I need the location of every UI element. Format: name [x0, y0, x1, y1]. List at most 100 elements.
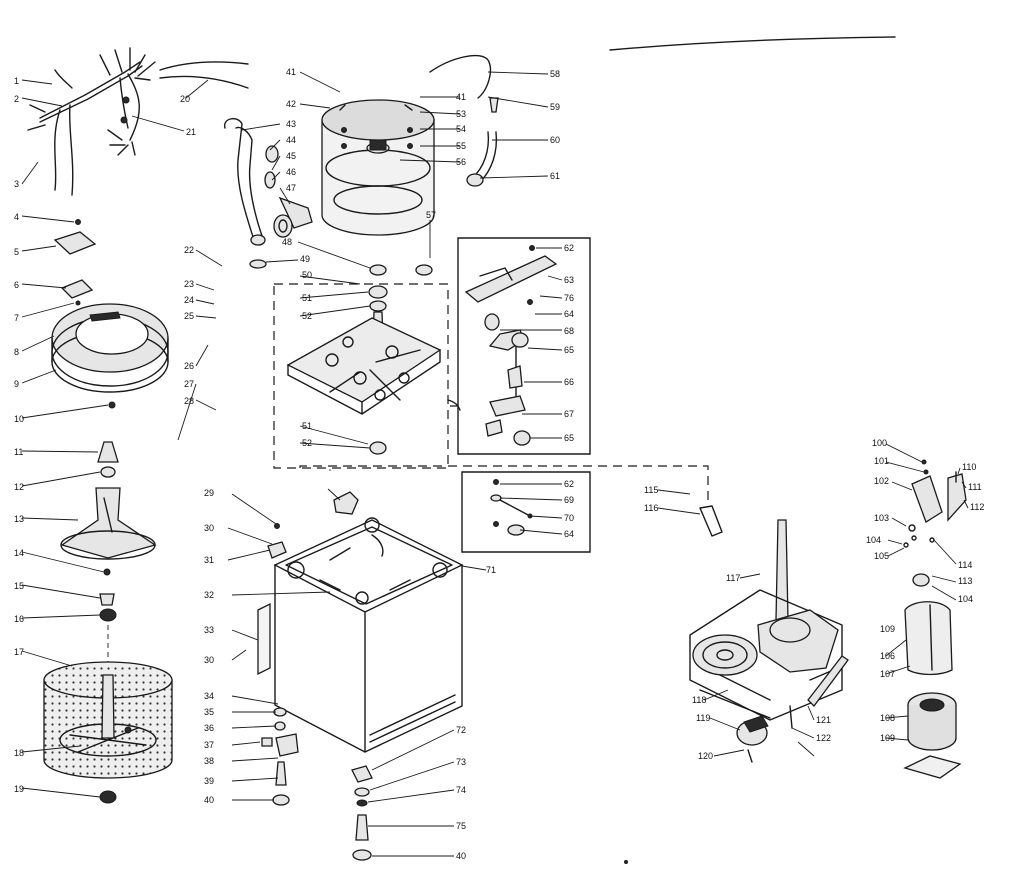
- pin-121: [789, 705, 793, 729]
- callout: 102: [874, 476, 889, 486]
- callout: 10: [14, 414, 24, 424]
- callout: 112: [970, 502, 984, 512]
- callout: 120: [698, 751, 713, 761]
- callout: 76: [564, 293, 574, 303]
- hose-43: [224, 117, 266, 246]
- callout: 53: [456, 109, 466, 119]
- motor-base-108: [903, 755, 962, 779]
- callout: 42: [286, 99, 296, 109]
- callout: 40: [456, 851, 466, 861]
- callout: 74: [456, 785, 466, 795]
- callout: 62: [564, 243, 574, 253]
- callout: 122: [816, 733, 831, 743]
- hose-58: [429, 54, 492, 99]
- callout: 55: [456, 141, 466, 151]
- callout: 31: [204, 555, 214, 565]
- callout: 2: [14, 94, 19, 104]
- callout: 15: [14, 581, 24, 591]
- callout: 30: [204, 655, 214, 665]
- fitting-59: [489, 97, 499, 113]
- callout: 3: [14, 179, 19, 189]
- callout: 104: [958, 594, 973, 604]
- motor-cover-104-106: [904, 601, 953, 676]
- callout: 58: [550, 69, 560, 79]
- callout: 14: [14, 548, 24, 558]
- callout: 109: [880, 733, 895, 743]
- plate-6: [60, 279, 94, 306]
- callout: 1: [14, 76, 19, 86]
- nut-19: [99, 790, 117, 804]
- callout: 8: [14, 347, 19, 357]
- callout: 16: [14, 614, 24, 624]
- callout: 41: [286, 67, 296, 77]
- callout: 70: [564, 513, 574, 523]
- callout: 106: [880, 651, 895, 661]
- callout: 43: [286, 119, 296, 129]
- callout: 25: [184, 311, 194, 321]
- callout: 115: [644, 485, 658, 495]
- callout: 40: [204, 795, 214, 805]
- callout: 22: [184, 245, 194, 255]
- callout: 109: [880, 624, 895, 634]
- callout: 110: [962, 462, 976, 472]
- pump-group-box: [457, 237, 591, 455]
- callout: 56: [456, 157, 466, 167]
- dot-mark: [624, 860, 628, 864]
- callout: 100: [872, 438, 887, 448]
- pulley-118-119: [736, 715, 769, 763]
- callout-labels: 1 2 3 4 5 6 7 8 9 10 11 12 13 14 15 16 1…: [14, 67, 984, 861]
- callout: 21: [186, 127, 196, 137]
- switch-77-78: [333, 491, 359, 515]
- callout: 117: [726, 573, 740, 583]
- callout: 47: [286, 183, 296, 193]
- callout: 60: [550, 135, 560, 145]
- callout: 71: [486, 565, 496, 575]
- callout: 114: [958, 560, 972, 570]
- callout: 13: [14, 514, 24, 524]
- pump-parts-62-68: [464, 245, 558, 446]
- callout: 33: [204, 625, 214, 635]
- outer-tub-55: [321, 99, 435, 236]
- motor-bracket-102-111: [903, 459, 967, 548]
- motor-107: [907, 692, 957, 751]
- strap-114-115: [699, 505, 723, 537]
- callout: 9: [14, 379, 19, 389]
- grommet-48: [369, 264, 387, 276]
- leveling-leg-72-75: [351, 765, 373, 861]
- callout: 72: [456, 725, 466, 735]
- callout: 17: [14, 647, 24, 657]
- clutch-group-box: [461, 471, 591, 553]
- callout: 119: [696, 713, 710, 723]
- callout: 64: [564, 309, 574, 319]
- agitator-13: [60, 487, 157, 560]
- hose-60-61: [466, 131, 498, 187]
- callout: 51: [302, 421, 312, 431]
- callout: 104: [866, 535, 881, 545]
- callout: 121: [816, 715, 831, 725]
- clutch-parts-69-70: [490, 479, 533, 536]
- cabinet-32: [257, 517, 464, 753]
- callout: 45: [286, 151, 296, 161]
- callout: 18: [14, 748, 24, 758]
- base-group-outline: [273, 283, 449, 469]
- stray-mark: [609, 36, 896, 51]
- callout: 35: [204, 707, 214, 717]
- callout: 11: [14, 447, 23, 457]
- bracket-5: [53, 219, 97, 255]
- callout: 12: [14, 482, 24, 492]
- callout: 30: [204, 523, 214, 533]
- callout: 108: [880, 713, 895, 723]
- callout: 65: [564, 345, 574, 355]
- callout: 27: [184, 379, 194, 389]
- wire-to-cabinet: [329, 399, 461, 471]
- callout: 54: [456, 124, 466, 134]
- callout: 38: [204, 756, 214, 766]
- nut-14: [103, 568, 111, 576]
- callout: 20: [180, 94, 190, 104]
- callout: 103: [874, 513, 889, 523]
- callout: 50: [302, 270, 312, 280]
- callout: 34: [204, 691, 214, 701]
- callout: 116: [644, 503, 658, 513]
- callout: 61: [550, 171, 560, 181]
- callout: 105: [874, 551, 889, 561]
